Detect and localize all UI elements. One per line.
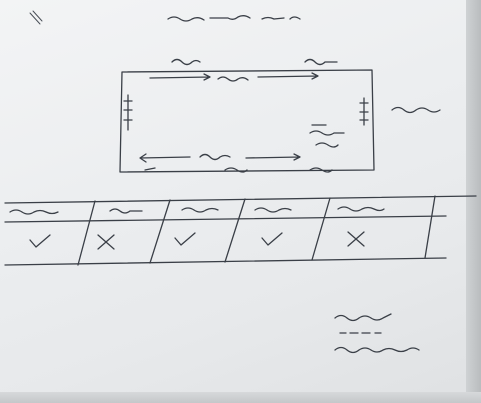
- south-scale: [139, 153, 301, 163]
- paper-edge: [466, 0, 481, 403]
- north-scale: [149, 72, 319, 82]
- table-marks: [29, 231, 365, 250]
- cross-mark-5: [347, 231, 365, 247]
- signature-designation-scribble: [334, 346, 420, 354]
- signature-name-scribble: [334, 313, 392, 322]
- header-scribble-3: [181, 207, 219, 213]
- header-scribble-5: [337, 206, 385, 212]
- check-mark-4: [261, 232, 283, 246]
- east-label: [359, 97, 369, 126]
- document-title: [167, 15, 301, 22]
- check-mark-1: [29, 234, 51, 248]
- paper-bottom-edge: [0, 392, 481, 403]
- survey-table: [4, 195, 477, 266]
- north-label: [171, 58, 338, 66]
- header-scribble-4: [254, 207, 292, 213]
- south-label: [144, 167, 333, 173]
- west-label: [123, 94, 133, 131]
- inner-east-note: [309, 124, 345, 148]
- signature-block: [334, 313, 420, 354]
- cross-mark-2: [97, 234, 115, 250]
- plot-outline: [119, 69, 375, 173]
- corner-scribble: [29, 10, 43, 25]
- table-headers: [9, 206, 385, 215]
- header-scribble-2: [109, 208, 143, 214]
- east-outer-label: [391, 106, 441, 114]
- header-scribble-1: [9, 209, 59, 215]
- check-mark-3: [174, 232, 196, 246]
